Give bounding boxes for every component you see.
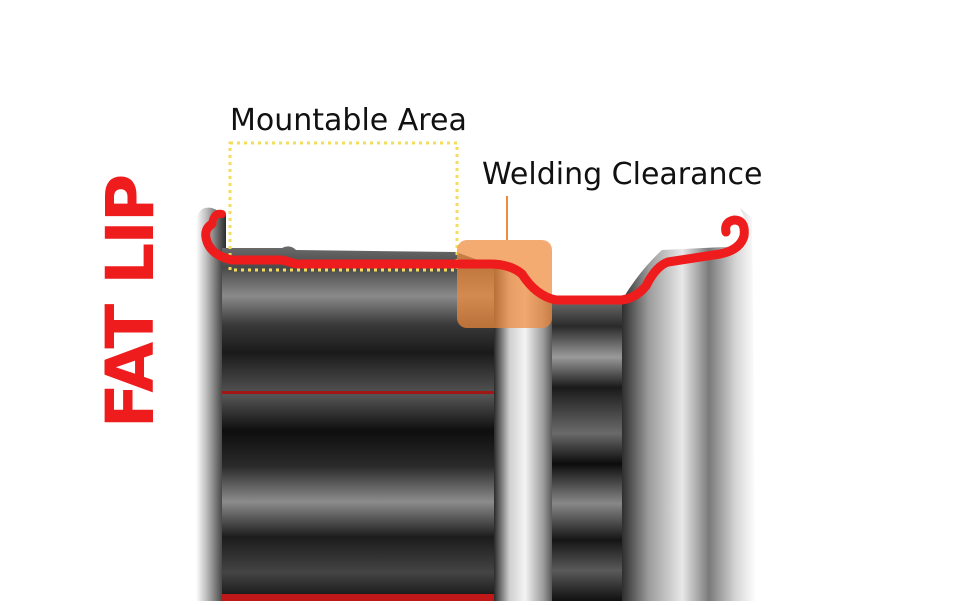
mountable-area-label: Mountable Area (230, 103, 467, 138)
rim-profile-line (201, 215, 749, 305)
safety-hump (494, 265, 556, 601)
barrel-red-stripe-lower (222, 594, 500, 601)
left-bead-curl (208, 209, 226, 228)
left-flange (196, 207, 226, 601)
drop-center-well (552, 296, 628, 601)
brand-logo-text: FAT LIP (92, 175, 169, 429)
right-flange (622, 208, 756, 601)
barrel-red-stripe-upper (222, 391, 500, 394)
welding-clearance-label: Welding Clearance (482, 157, 763, 192)
mountable-area-box (228, 141, 459, 272)
main-barrel (222, 246, 500, 601)
welding-clearance-highlight (457, 240, 552, 328)
